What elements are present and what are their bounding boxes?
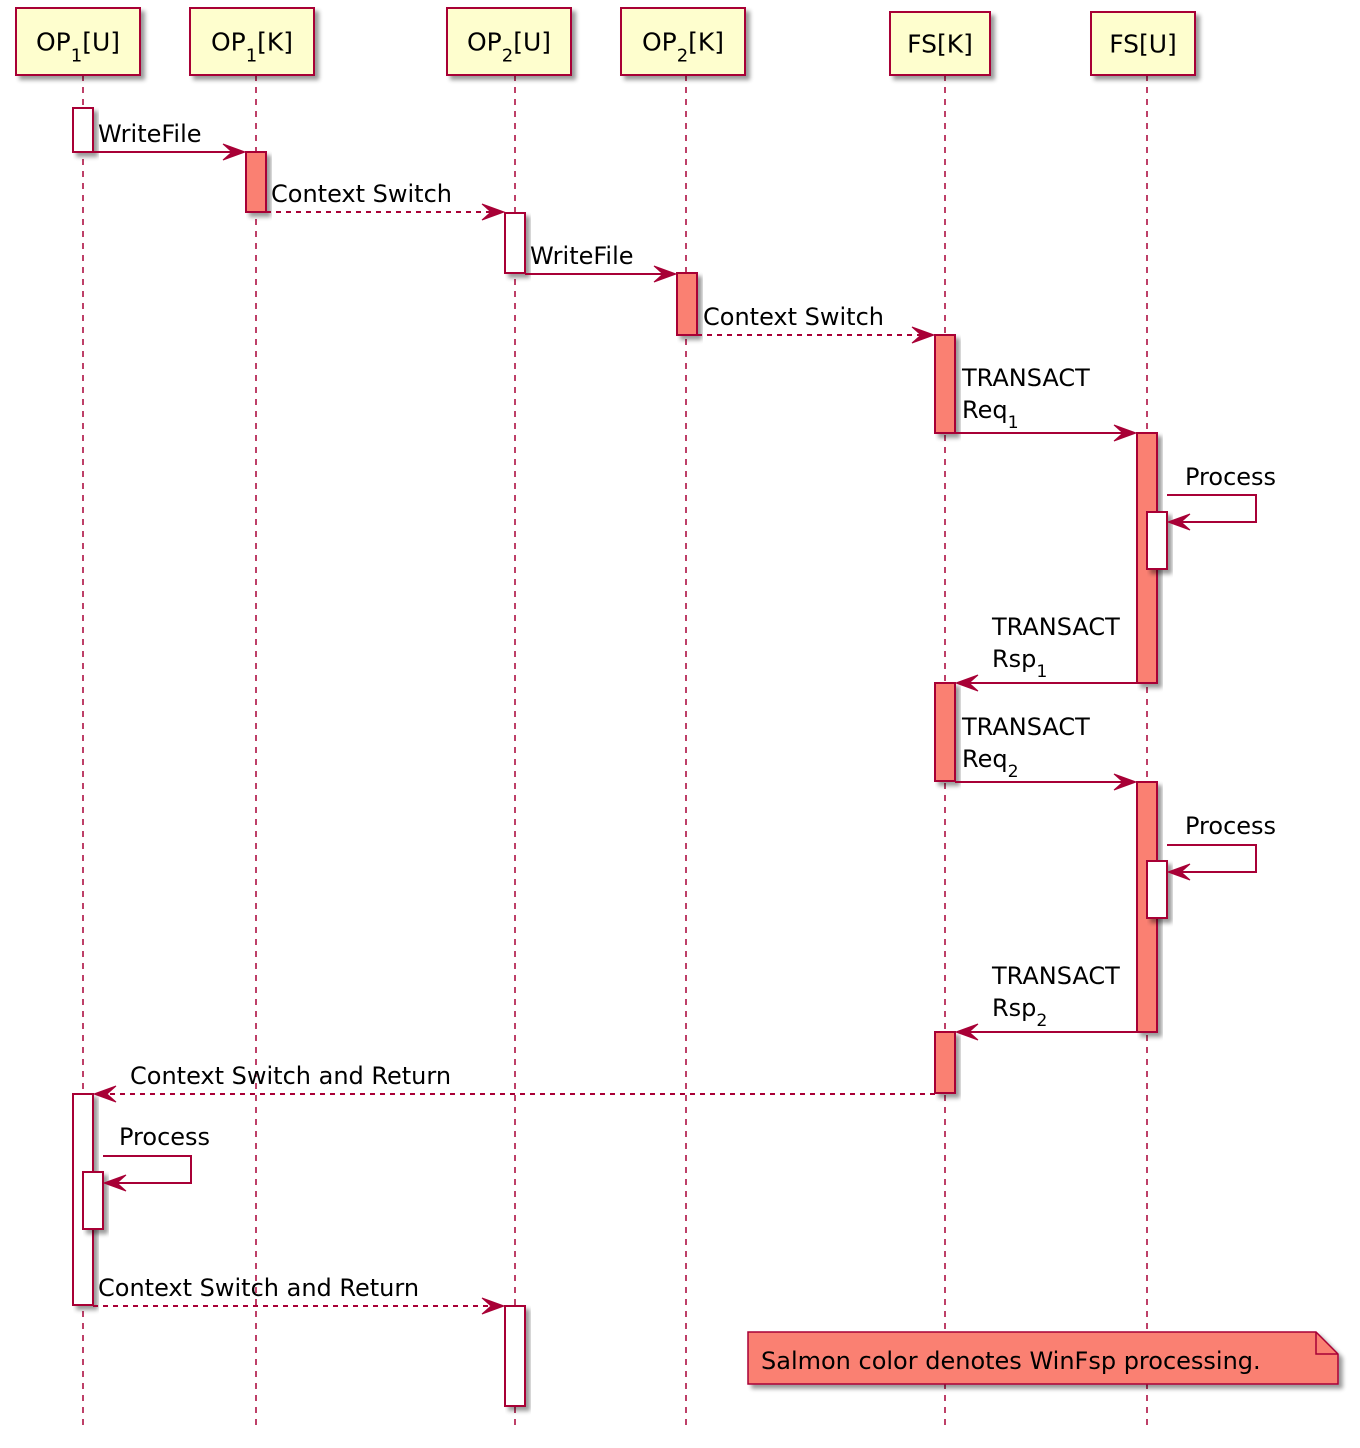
- message-label: WriteFile: [98, 120, 202, 148]
- arrow-head: [481, 1297, 506, 1315]
- participant-box: [1090, 11, 1196, 76]
- activation-a8: [934, 682, 956, 782]
- message-m7: TRANSACT Rsp1: [954, 613, 1137, 692]
- participant-label: OP2[U]: [467, 28, 551, 67]
- message-label: Context Switch and Return: [98, 1274, 419, 1302]
- message-m11: Context Switch and Return: [92, 1062, 935, 1103]
- participant-label: OP2[K]: [642, 28, 724, 67]
- activation-a4: [676, 272, 698, 336]
- message-label: TRANSACT: [991, 613, 1120, 641]
- message-label: TRANSACT: [991, 962, 1120, 990]
- message-m3: WriteFile: [525, 242, 678, 283]
- activation-a1: [72, 107, 94, 153]
- arrow-head: [481, 203, 506, 221]
- arrow-head: [222, 143, 247, 161]
- message-label: Rsp1: [992, 645, 1047, 682]
- participant-op2u: OP2[U]: [446, 7, 572, 76]
- message-m1: WriteFile: [93, 120, 247, 161]
- arrow-head: [1113, 773, 1138, 791]
- participant-box: [889, 11, 991, 76]
- message-label: WriteFile: [530, 242, 634, 270]
- message-m9: Process: [1166, 812, 1276, 881]
- message-label: Context Switch: [271, 180, 452, 208]
- message-m12: Process: [102, 1123, 210, 1192]
- arrow-head: [92, 1085, 117, 1103]
- message-label: Process: [119, 1123, 210, 1151]
- participant-box: [189, 7, 315, 76]
- arrow-head: [653, 265, 678, 283]
- activation-a2: [245, 151, 267, 213]
- activation-a13: [82, 1171, 104, 1230]
- message-m4: Context Switch: [697, 303, 936, 344]
- arrow-head: [1113, 424, 1138, 442]
- message-label: Context Switch: [703, 303, 884, 331]
- note-box: [747, 1331, 1339, 1385]
- message-label: Rsp2: [992, 994, 1047, 1031]
- message-line: [1167, 844, 1257, 873]
- arrow-head: [911, 326, 936, 344]
- participant-box: [15, 7, 141, 76]
- message-line: [103, 1155, 192, 1184]
- participant-op2k: OP2[K]: [620, 7, 746, 76]
- message-label: TRANSACT: [961, 713, 1090, 741]
- note-text: Salmon color denotes WinFsp processing.: [761, 1347, 1261, 1375]
- message-label: Process: [1185, 463, 1276, 491]
- message-m6: Process: [1166, 463, 1276, 531]
- participant-fsu: FS[U]: [1090, 11, 1196, 76]
- note-fold: [1315, 1332, 1338, 1355]
- message-m2: Context Switch: [266, 180, 506, 221]
- activation-a10: [1146, 860, 1168, 919]
- participant-label: FS[U]: [1109, 30, 1177, 59]
- participant-op1k: OP1[K]: [189, 7, 315, 76]
- message-label: TRANSACT: [961, 364, 1090, 392]
- message-m13: Context Switch and Return: [93, 1274, 506, 1315]
- activation-a14: [504, 1305, 526, 1407]
- participant-label: OP1[K]: [211, 28, 293, 67]
- participant-op1u: OP1[U]: [15, 7, 141, 76]
- message-line: [1167, 494, 1257, 523]
- participant-box: [446, 7, 572, 76]
- activation-a5: [934, 334, 956, 434]
- participants: OP1[U] OP1[K] OP2[U] OP2[K] FS[K] FS[U]: [15, 7, 1196, 76]
- arrow-head: [1166, 513, 1191, 531]
- activation-bars: [72, 107, 1168, 1407]
- message-label: Process: [1185, 812, 1276, 840]
- note: Salmon color denotes WinFsp processing.: [747, 1331, 1339, 1385]
- message-m10: TRANSACT Rsp2: [954, 962, 1137, 1041]
- participant-label: FS[K]: [907, 30, 973, 59]
- participant-box: [620, 7, 746, 76]
- arrow-head: [954, 674, 979, 692]
- activation-a11: [934, 1031, 956, 1094]
- arrow-head: [954, 1023, 979, 1041]
- message-label: Req2: [962, 745, 1019, 782]
- message-m5: TRANSACT Req1: [955, 364, 1138, 442]
- arrow-head: [1166, 863, 1191, 881]
- message-label: Context Switch and Return: [130, 1062, 451, 1090]
- participant-label: OP1[U]: [36, 28, 120, 67]
- participant-fsk: FS[K]: [889, 11, 991, 76]
- activation-a7: [1146, 511, 1168, 570]
- message-label: Req1: [962, 396, 1019, 433]
- arrow-head: [102, 1174, 127, 1192]
- message-m8: TRANSACT Req2: [955, 713, 1138, 791]
- activation-a3: [504, 212, 526, 274]
